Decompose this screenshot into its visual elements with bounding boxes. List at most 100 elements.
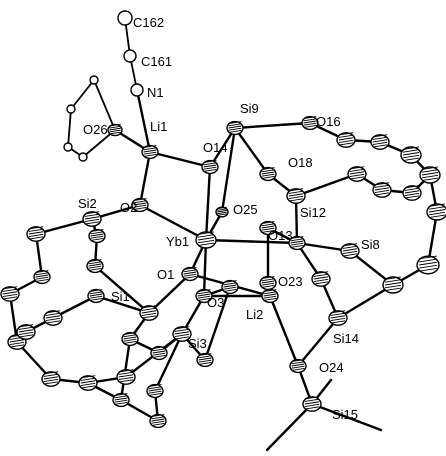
bond-c2-c3 xyxy=(8,292,19,344)
atom-o23 xyxy=(259,275,277,291)
bond-thfa-thfb xyxy=(70,79,95,110)
label-si15: Si15 xyxy=(332,407,358,422)
bond-si15-me1 xyxy=(265,402,314,452)
atom-r6 xyxy=(416,255,440,275)
label-o26: O26 xyxy=(83,122,108,137)
atom-si15 xyxy=(302,396,322,412)
bond-si15-me2 xyxy=(310,402,383,432)
atom-c9 xyxy=(87,288,105,304)
atom-c161 xyxy=(123,49,137,63)
atom-si12 xyxy=(286,188,306,204)
atom-c13 xyxy=(149,413,167,429)
atom-si2 xyxy=(82,211,102,227)
bond-si12-r8 xyxy=(294,172,359,198)
label-yb1: Yb1 xyxy=(166,234,189,249)
atom-r4 xyxy=(419,166,441,184)
atom-r2 xyxy=(370,134,390,150)
bond-si9-o16 xyxy=(233,121,312,130)
atom-c8 xyxy=(86,258,104,274)
atom-thfd xyxy=(78,152,88,162)
atom-si9 xyxy=(226,120,244,136)
atom-r10 xyxy=(402,185,422,201)
bond-si14-r7 xyxy=(336,283,395,320)
bond-yb1-o3 xyxy=(202,238,208,298)
atom-c16 xyxy=(16,324,36,340)
atom-r5 xyxy=(426,203,446,221)
atom-thfa xyxy=(89,75,99,85)
atom-c17 xyxy=(88,228,106,244)
label-si1: Si1 xyxy=(111,289,130,304)
label-o25: O25 xyxy=(233,202,258,217)
bond-si9-o25 xyxy=(220,126,237,214)
label-o13: O13 xyxy=(268,228,293,243)
atom-o14 xyxy=(201,159,219,175)
atom-r8 xyxy=(347,166,367,182)
label-si8: Si8 xyxy=(361,237,380,252)
atom-c7 xyxy=(33,269,51,285)
atom-n1 xyxy=(130,83,144,97)
label-c162: C162 xyxy=(133,15,164,30)
label-o3: O3 xyxy=(207,295,224,310)
label-o18: O18 xyxy=(288,155,313,170)
label-si9: Si9 xyxy=(240,101,259,116)
atom-si3 xyxy=(172,326,192,342)
bond-li2-o24 xyxy=(268,294,300,368)
atom-c5 xyxy=(78,375,98,391)
atom-c10 xyxy=(121,331,139,347)
label-li2: Li2 xyxy=(246,307,263,322)
label-si3: Si3 xyxy=(188,336,207,351)
atom-c19 xyxy=(221,279,239,295)
atom-thfb xyxy=(66,104,76,114)
atom-o26 xyxy=(107,123,123,137)
bond-c18-c19 xyxy=(203,285,232,362)
atom-o16 xyxy=(301,115,319,131)
atom-c15 xyxy=(43,310,63,326)
atom-c18 xyxy=(196,352,214,368)
label-si12: Si12 xyxy=(300,205,326,220)
bond-si3-c12 xyxy=(153,332,184,393)
label-n1: N1 xyxy=(147,85,164,100)
atom-c6 xyxy=(116,369,136,385)
atom-li1 xyxy=(141,144,159,160)
atom-c11 xyxy=(150,345,168,361)
atom-si1 xyxy=(139,305,159,321)
bond-yb1-o13 xyxy=(204,238,299,245)
label-si2: Si2 xyxy=(78,196,97,211)
bond-li1-o14 xyxy=(148,150,212,169)
atom-thfc xyxy=(63,142,73,152)
atom-c12 xyxy=(146,383,164,399)
label-o14: O14 xyxy=(203,140,228,155)
label-li1: Li1 xyxy=(150,119,167,134)
atom-si8 xyxy=(340,243,360,259)
label-c161: C161 xyxy=(141,54,172,69)
bond-n1-li1 xyxy=(135,88,152,154)
atom-c20 xyxy=(311,271,331,287)
atom-c14 xyxy=(112,392,130,408)
atom-o3 xyxy=(195,288,213,304)
labels-layer: C162 C161 N1 O26 Li1 O14 Si9 O16 O18 Si2… xyxy=(78,15,380,422)
atom-o2 xyxy=(131,197,149,213)
label-o1: O1 xyxy=(157,267,174,282)
bond-si2-c1 xyxy=(34,217,94,236)
label-o23: O23 xyxy=(278,274,303,289)
bond-o14-yb1 xyxy=(204,165,212,242)
atom-c2 xyxy=(0,286,20,302)
atom-c1 xyxy=(26,226,46,242)
atom-c4 xyxy=(41,371,61,387)
bond-o26-thfa xyxy=(93,79,116,131)
atom-r1 xyxy=(336,132,356,148)
atom-o18 xyxy=(259,166,277,182)
atom-r9 xyxy=(372,182,392,198)
atom-li2 xyxy=(261,288,279,304)
bond-thfb-thfc xyxy=(67,108,72,148)
bond-o2-yb1 xyxy=(138,203,208,242)
bond-c8-si1 xyxy=(93,264,151,315)
label-o2: O2 xyxy=(120,200,137,215)
atom-yb1 xyxy=(195,231,217,249)
label-o16: O16 xyxy=(316,114,341,129)
atom-o24 xyxy=(289,358,307,374)
bonds-layer xyxy=(8,17,439,452)
atom-o25 xyxy=(215,206,229,218)
